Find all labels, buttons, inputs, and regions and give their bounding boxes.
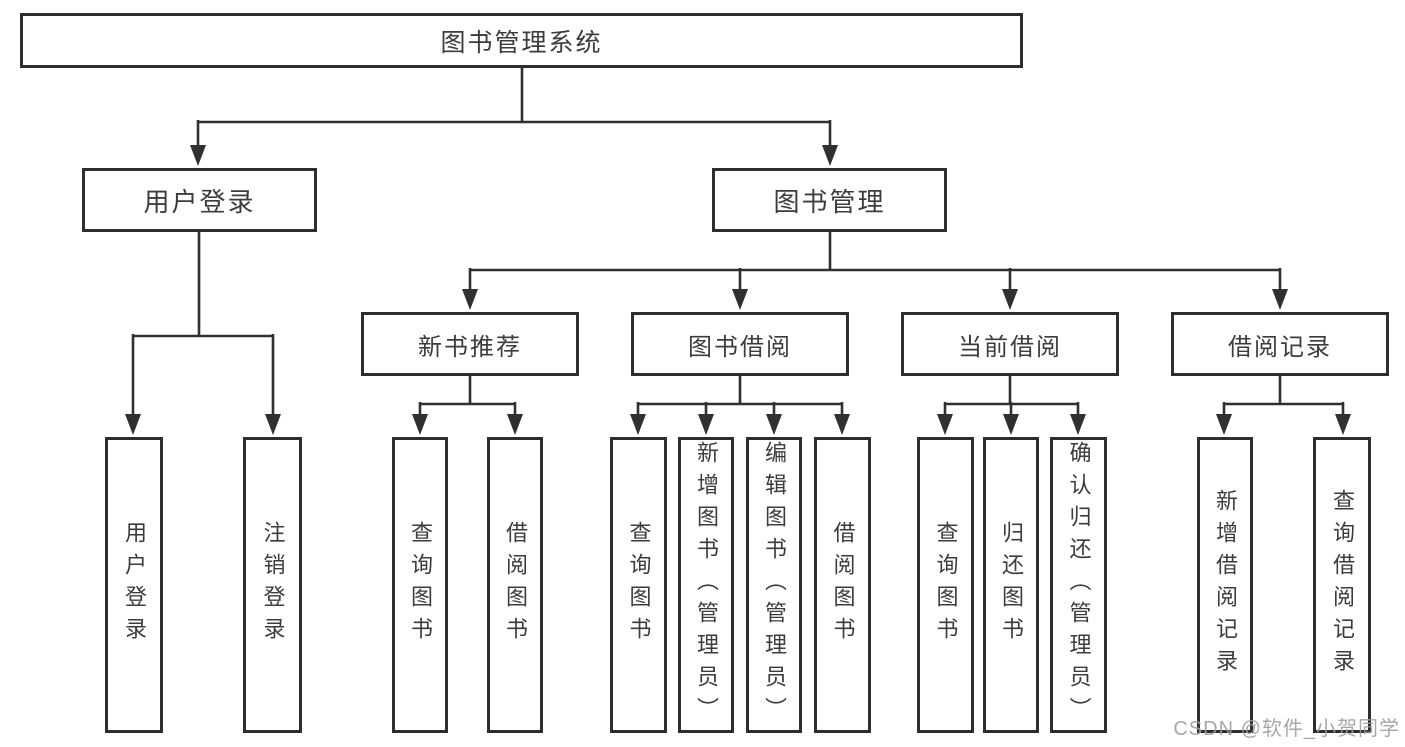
leaf-current-return-book-label: 归还图书 (999, 521, 1024, 649)
leaf-borrow-borrow-book-label: 借阅图书 (830, 521, 856, 649)
leaf-user-login: 用户登录 (105, 437, 163, 733)
leaf-user-login-label: 用户登录 (122, 521, 147, 649)
leaf-rec-borrow-book-label: 借阅图书 (503, 521, 528, 649)
leaf-borrow-add-book-admin: 新增图书（管理员） (678, 437, 734, 733)
node-book-borrow: 图书借阅 (631, 312, 849, 376)
leaf-rec-query-book: 查询图书 (392, 437, 448, 733)
leaf-records-add-record-label: 新增借阅记录 (1213, 489, 1238, 681)
leaf-rec-query-book-label: 查询图书 (408, 521, 433, 649)
leaf-borrow-add-book-admin-label: 新增图书（管理员） (694, 441, 719, 729)
leaf-borrow-edit-book-admin-label: 编辑图书（管理员） (762, 441, 787, 729)
leaf-current-query-book: 查询图书 (917, 437, 974, 733)
leaf-borrow-edit-book-admin: 编辑图书（管理员） (746, 437, 802, 733)
node-user-login: 用户登录 (82, 168, 317, 232)
leaf-borrow-query-book: 查询图书 (610, 437, 667, 733)
leaf-current-confirm-return-admin-label: 确认归还（管理员） (1066, 441, 1092, 729)
leaf-records-query-record-label: 查询借阅记录 (1330, 489, 1355, 681)
node-book-management: 图书管理 (712, 168, 947, 232)
leaf-logout: 注销登录 (243, 437, 302, 733)
node-current-borrow: 当前借阅 (901, 312, 1119, 376)
leaf-current-return-book: 归还图书 (983, 437, 1039, 733)
leaf-logout-label: 注销登录 (260, 521, 286, 649)
leaf-rec-borrow-book: 借阅图书 (487, 437, 543, 733)
node-library-system: 图书管理系统 (20, 13, 1023, 68)
leaf-records-add-record: 新增借阅记录 (1197, 437, 1253, 733)
node-borrow-records: 借阅记录 (1171, 312, 1389, 376)
leaf-records-query-record: 查询借阅记录 (1313, 437, 1371, 733)
arrowheads (125, 145, 1351, 435)
leaf-borrow-borrow-book: 借阅图书 (814, 437, 871, 733)
node-new-book-recommend: 新书推荐 (361, 312, 579, 376)
leaf-current-query-book-label: 查询图书 (933, 521, 959, 649)
leaf-borrow-query-book-label: 查询图书 (626, 521, 652, 649)
leaf-current-confirm-return-admin: 确认归还（管理员） (1050, 437, 1107, 733)
branch-lines (131, 66, 1345, 416)
csdn-watermark: CSDN @软件_小贺同学 (1173, 718, 1400, 740)
